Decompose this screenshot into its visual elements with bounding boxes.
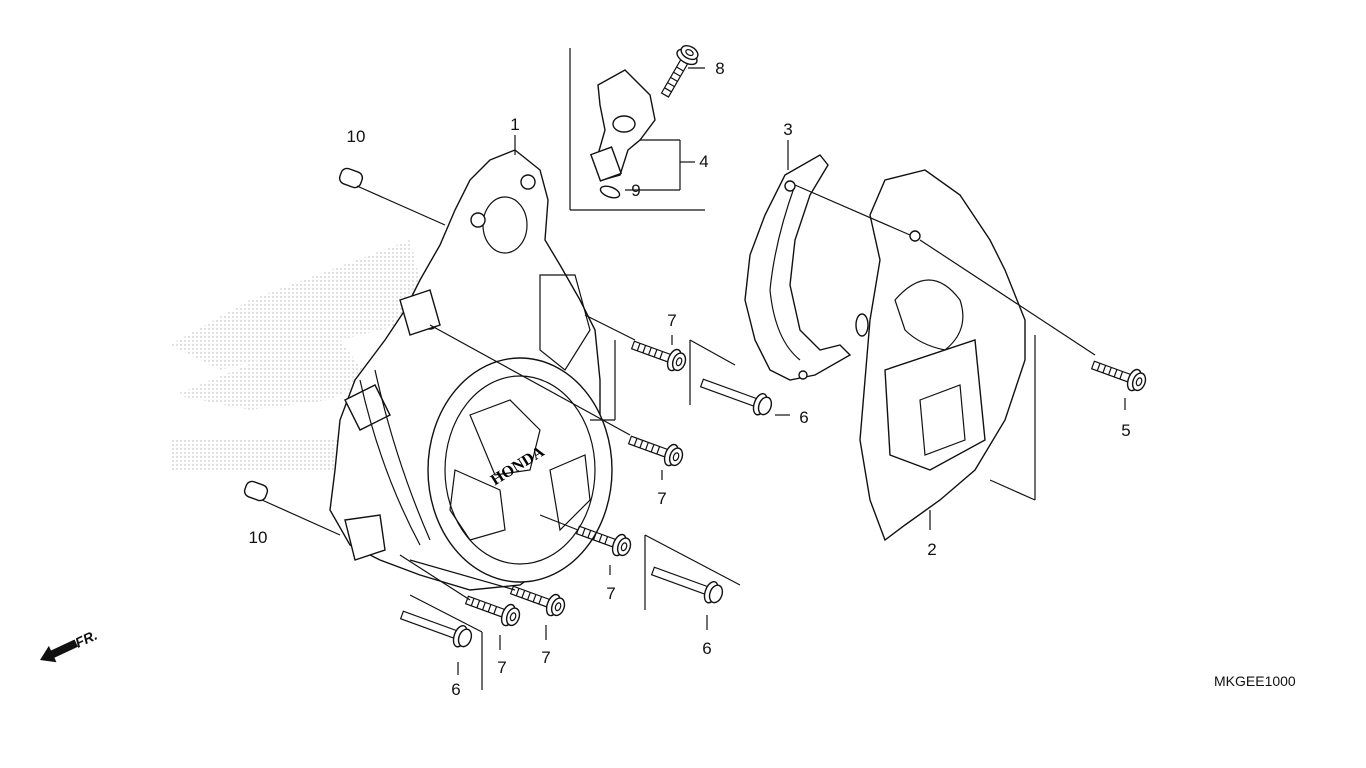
o-ring — [599, 185, 621, 199]
bolt-7d — [462, 588, 524, 630]
bolt-6a — [699, 378, 773, 416]
callout-3: 3 — [783, 120, 792, 139]
sensor-bolt — [654, 41, 703, 102]
front-direction-indicator: FR. — [40, 627, 100, 663]
callout-10b: 10 — [249, 528, 268, 547]
sprocket-cover-gasket — [744, 154, 852, 381]
callout-7e: 7 — [541, 648, 550, 667]
bolt-7a — [628, 333, 690, 375]
leader-lines — [261, 67, 1126, 690]
bolt-6c — [399, 610, 473, 648]
callout-2: 2 — [927, 540, 936, 559]
diagram-part-code: MKGEE1000 — [1214, 673, 1296, 689]
callout-7c: 7 — [606, 584, 615, 603]
speed-sensor — [569, 48, 705, 211]
left-crankcase-cover: HONDA — [329, 149, 613, 591]
sprocket-cover — [855, 169, 1026, 542]
callout-8: 8 — [715, 59, 724, 78]
bolt-7b — [625, 428, 687, 470]
callout-6a: 6 — [799, 408, 808, 427]
callout-10a: 10 — [347, 127, 366, 146]
callout-7a: 7 — [667, 311, 676, 330]
callout-6c: 6 — [451, 680, 460, 699]
callout-7d: 7 — [497, 658, 506, 677]
callout-4: 4 — [699, 152, 708, 171]
callout-1: 1 — [510, 115, 519, 134]
callout-7b: 7 — [657, 489, 666, 508]
callout-5: 5 — [1121, 421, 1130, 440]
callout-6b: 6 — [702, 639, 711, 658]
bolt-6b — [650, 566, 724, 604]
callouts: 1 2 3 4 5 6 6 6 7 7 7 7 7 8 9 10 10 — [249, 59, 1131, 699]
dowel-pin-top — [338, 167, 364, 189]
dowel-pin-bottom — [243, 480, 269, 502]
callout-9: 9 — [631, 181, 640, 200]
arrow-left-icon — [40, 639, 78, 663]
direction-label: FR. — [73, 627, 100, 651]
bolt-5 — [1088, 353, 1150, 395]
